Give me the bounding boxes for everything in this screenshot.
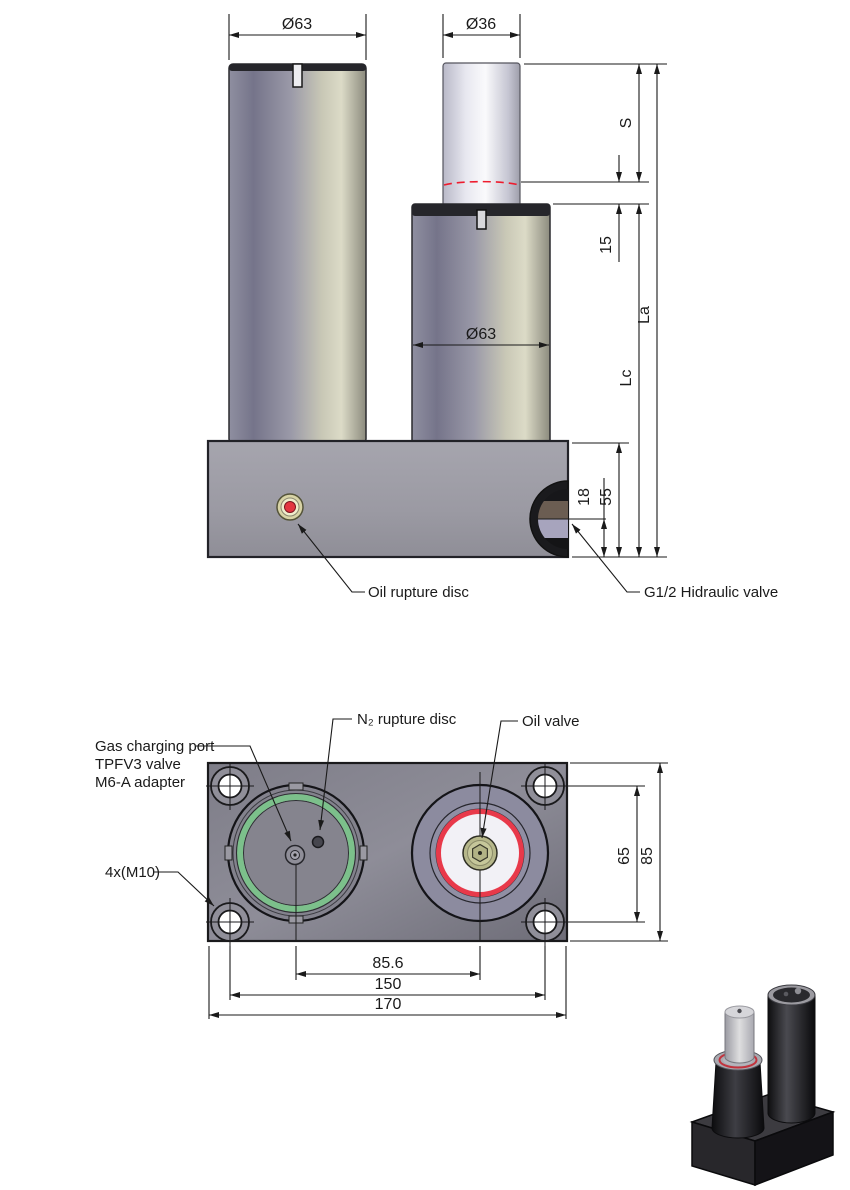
isometric-thumbnail (689, 984, 836, 1187)
front-view-labels: Oil rupture disc G1/2 Hidraulic valve (297, 523, 778, 601)
dim-65: 65 (616, 847, 633, 865)
front-top-dimensions: Ø63 Ø36 (228, 14, 521, 60)
top-view-labels: Gas charging port TPFV3 valve M6-A adapt… (95, 711, 580, 907)
gas-charging-port-label-line3: M6-A adapter (95, 774, 185, 791)
n2-rupture-disc-label: N₂ rupture disc (357, 711, 457, 728)
gas-charging-port-label-line1: Gas charging port (95, 738, 215, 755)
dim-150: 150 (375, 976, 402, 993)
iso-piston-rod (724, 1011, 755, 1064)
dim-55: 55 (598, 488, 615, 506)
mounting-holes-leader (153, 871, 215, 907)
front-right-dimensions: S 15 La Lc 55 18 (521, 63, 667, 558)
right-cylinder-notch (476, 209, 487, 230)
hydraulic-valve-label: G1/2 Hidraulic valve (644, 584, 778, 601)
right-outer-cylinder: Ø63 (411, 203, 551, 444)
top-view: 85.6 150 170 65 85 Gas charging port TPF… (95, 711, 668, 1019)
oil-rupture-disc-leader (297, 523, 365, 593)
n2-rupture-disc-leader (318, 718, 352, 831)
iso-small-cylinder (711, 1005, 765, 1139)
ring-notch-right (359, 845, 368, 861)
bolt-hole (521, 898, 569, 946)
piston-rod (442, 62, 521, 209)
base-block (206, 439, 606, 559)
iso-big-cylinder (767, 984, 816, 1124)
mounting-holes (206, 762, 569, 946)
dim-dia36: Ø36 (466, 16, 496, 33)
bolt-hole (206, 898, 254, 946)
oil-valve-assembly (410, 772, 550, 941)
stroke-limit-dashed-line (443, 180, 520, 186)
oil-rupture-disc-label: Oil rupture disc (368, 584, 469, 601)
ring-notch-top (288, 782, 304, 791)
left-cylinder-notch (292, 63, 303, 88)
iso-base-right (754, 1110, 834, 1187)
oil-rupture-disc (276, 493, 304, 521)
oil-valve-label: Oil valve (522, 713, 580, 730)
dim-18: 18 (576, 488, 593, 506)
dim-85: 85 (639, 847, 656, 865)
dim-85-6: 85.6 (372, 955, 403, 972)
bolt-hole (206, 762, 254, 810)
dim-stroke: S (618, 118, 635, 129)
n2-rupture-disc-dot (311, 835, 325, 849)
bolt-hole (521, 762, 569, 810)
top-view-right-dimensions: 65 85 (569, 762, 668, 942)
gas-charging-port-label-line2: TPFV3 valve (95, 756, 181, 773)
left-cylinder (228, 63, 367, 444)
hydraulic-valve-leader (571, 523, 640, 593)
dim-dia63-right: Ø63 (466, 326, 496, 343)
dim-15: 15 (598, 236, 615, 254)
dim-170: 170 (375, 996, 402, 1013)
dim-lc: Lc (618, 370, 635, 387)
hydraulic-valve-port (529, 480, 606, 558)
mounting-holes-label: 4x(M10) (105, 864, 160, 881)
front-view: Ø63 Ø36 Ø63 (206, 14, 778, 601)
top-view-bottom-dimensions: 85.6 150 170 (208, 946, 567, 1019)
oil-valve-leader (480, 720, 518, 839)
dim-dia63-left: Ø63 (282, 16, 312, 33)
ring-notch-left (224, 845, 233, 861)
gas-charging-port-leader (196, 745, 292, 842)
